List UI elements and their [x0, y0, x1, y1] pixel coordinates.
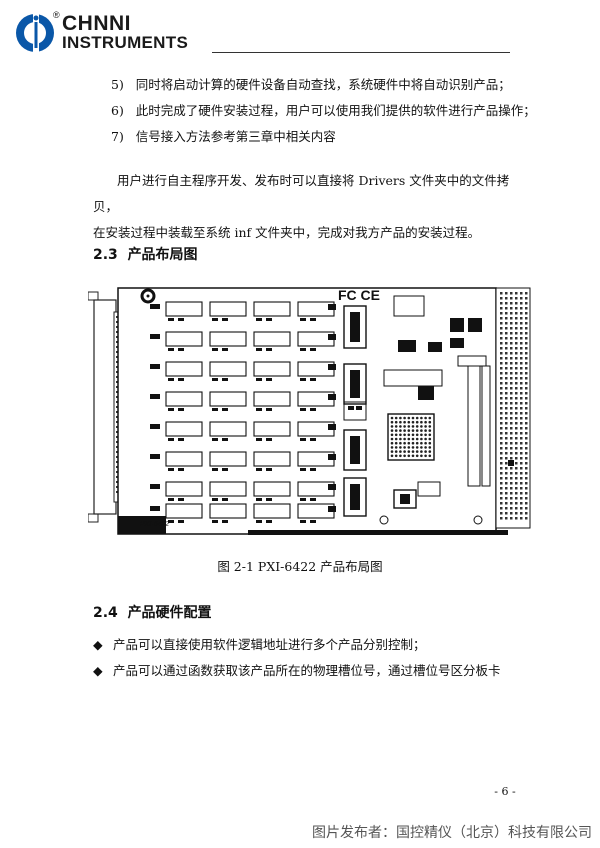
bullet-text: 产品可以直接使用软件逻辑地址进行多个产品分别控制； [113, 637, 426, 652]
board-label: PXI-6422 [140, 521, 169, 528]
board-layout-figure: FC CE PXI-6422 [88, 287, 531, 535]
step-number: 5) [111, 77, 124, 92]
section-heading: 2.3 产品布局图 [93, 247, 198, 263]
header-rule [212, 52, 510, 53]
bullet-item: ◆ 产品可以直接使用软件逻辑地址进行多个产品分别控制； [93, 634, 426, 653]
section-heading: 2.4 产品硬件配置 [93, 605, 212, 621]
bullet-text: 产品可以通过函数获取该产品所在的物理槽位号，通过槽位号区分板卡 [113, 663, 501, 678]
step-item: 7) 信号接入方法参考第三章中相关内容 [111, 126, 336, 145]
registered-mark: ® [53, 10, 60, 20]
step-item: 6) 此时完成了硬件安装过程，用户可以使用我们提供的软件进行产品操作； [111, 100, 536, 119]
step-text: 此时完成了硬件安装过程，用户可以使用我们提供的软件进行产品操作； [135, 103, 536, 118]
step-number: 6) [111, 103, 124, 118]
brand-name-bottom: INSTRUMENTS [62, 33, 189, 52]
step-item: 5) 同时将启动计算的硬件设备自动查找，系统硬件中将自动识别产品； [111, 74, 511, 93]
step-number: 7) [111, 129, 124, 144]
brand-name-top: CHNNI [62, 12, 131, 35]
paragraph-line: 用户进行自主程序开发、发布时可以直接将 Drivers 文件夹中的文件拷贝， [93, 173, 510, 214]
ci-logo-icon [16, 14, 54, 52]
paragraph-line: 在安装过程中装载至系统 inf 文件夹中，完成对我方产品的安装过程。 [93, 225, 481, 240]
body-paragraph: 用户进行自主程序开发、发布时可以直接将 Drivers 文件夹中的文件拷贝， 在… [93, 168, 513, 246]
cert-marks: FC CE [338, 287, 380, 303]
publisher-watermark: 图片发布者：国控精仪（北京）科技有限公司 [312, 825, 592, 841]
diamond-bullet-icon: ◆ [93, 663, 103, 678]
bullet-item: ◆ 产品可以通过函数获取该产品所在的物理槽位号，通过槽位号区分板卡 [93, 660, 501, 679]
step-text: 信号接入方法参考第三章中相关内容 [135, 129, 336, 144]
figure-caption: 图 2-1 PXI-6422 产品布局图 [217, 559, 383, 574]
step-text: 同时将启动计算的硬件设备自动查找，系统硬件中将自动识别产品； [135, 77, 511, 92]
page-number: - 6 - [494, 785, 516, 798]
diamond-bullet-icon: ◆ [93, 637, 103, 652]
